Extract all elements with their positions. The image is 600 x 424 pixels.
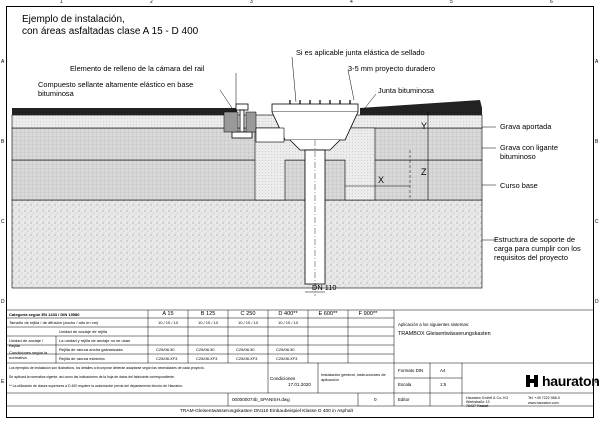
class-b125: B 125 [200,311,216,317]
leader-lines [219,56,496,241]
grid-mark-side: A [1,59,5,65]
note-3: ** La utilización de clases superiores a… [9,384,183,388]
scale-label: Escala [398,382,412,387]
class-f900: F 900** [358,311,378,317]
hauraton-logo-icon [526,375,538,387]
footer-title: TRAM-Gleisentwässerungskasten DN110 Einb… [180,409,353,414]
format-value: A4 [440,368,446,373]
note-2: Se aplicará la normativa vigente, así co… [9,375,175,379]
grid-mark-top: 2 [150,0,153,5]
asphalt-surface-right [360,108,482,115]
address-line-1: Hauraton GmbH & Co. KG [466,396,509,400]
concrete-encasement [254,127,376,201]
grid-mark-top: 4 [350,0,353,5]
editor-label: Editor [398,397,410,402]
rail [223,103,257,139]
note-1: Los ejemplos de instalación son ilustrat… [9,366,205,370]
dimension-x-label: X [378,175,385,185]
dimension-dn-label: DN 110 [312,283,337,292]
grid-mark-side: E [1,379,5,385]
category-label: Categoría según EN 1433 / DIN 19580 [9,312,80,317]
drainage-box [255,100,359,151]
conditions-label: Condiciones [270,376,296,381]
label-sealant: Compuesto sellante altamente elástico en… [38,80,194,98]
label-grava-aportada: Grava aportada [500,122,552,131]
label-estructura: Estructura de soporte de carga para cump… [494,235,581,262]
row3-value: C25/08.30 [236,347,255,352]
row4-value: C25/08.XF3 [276,356,298,361]
title-line-2: con áreas asfaltadas clase A 15 - D 400 [22,26,199,37]
label-rail-chamber: Elemento de relleno de la cámara del rai… [70,64,205,73]
install-info: Instalación general, instrucciones de ap… [321,372,386,382]
asphalt-ramp [360,100,482,108]
dimension-y-label: Y [421,121,428,131]
dimension-z-label: Z [421,167,427,177]
format-label: Formato DIN [398,368,424,373]
grid-mark-side: D [1,299,5,305]
website: www.hauraton.com [528,401,559,405]
label-elastic-joint: Si es aplicable junta elástica de sellad… [296,48,425,57]
address-line-3: 76437 Rastatt [466,404,489,408]
company-logo: hauraton [526,370,600,392]
row4-value: C25/08.XF3 [196,356,218,361]
address-line-2: Werkstraße 13 [466,400,490,404]
side-label-2: La unidad y rejilla de anclaje no se usa… [59,338,131,343]
row4-value: C25/08.XF3 [236,356,258,361]
title-line-1: Ejemplo de instalación, [22,14,125,25]
grid-mark-side: A [595,59,599,65]
class-c250: C 250 [240,311,256,317]
class-e600: E 600** [318,311,338,317]
row2-label: Unidad de anclaje de rejilla [59,329,108,334]
side-label-3: Condiciones según la normativa [9,350,48,360]
label-grava-ligante: Grava con ligante bituminoso [500,143,558,161]
drawing-title: Ejemplo de instalación, con áreas asfalt… [22,14,262,38]
grid-mark-side: B [1,139,5,145]
label-bitumen-joint: Junta bituminosa [378,86,434,95]
class-d400: D 400** [278,311,298,317]
grid-mark-side: B [595,139,599,145]
application-label: Aplicación a los siguientes sistemas: [398,322,470,327]
side-label-1: Unidad de anclaje / Rejilla [9,338,44,348]
installation-cross-section [11,56,496,296]
grid-mark-side: D [595,299,599,305]
grid-mark-side: C [1,219,5,225]
label-projection: 3-5 mm proyecto duradero [348,64,436,73]
scale-value: 1:5 [440,382,447,387]
grid-mark-top: 1 [60,0,63,5]
row3-label: Rejilla de ranura ancha galvanizada [59,347,123,352]
row3-value: C25/08.30 [196,347,215,352]
file-name: 000000074b_SPANISH.dwg [232,397,290,402]
class-a15: A 15 [162,311,174,317]
row1-value: 10 / 10 / 10 [278,320,299,325]
row4-value: C25/08.XF3 [156,356,178,361]
grid-mark-top: 3 [250,0,253,5]
grid-mark-top: 5 [450,0,453,5]
index-value: 0 [374,397,377,402]
company-name: hauraton [542,373,600,389]
asphalt-surface-left [12,108,237,115]
phone: Tel. +49 7222 958-0 [528,396,560,400]
system-name: TRAMBOX Gleisentwässerungskasten [398,331,491,337]
row3-value: C25/08.30 [156,347,175,352]
sheet-frame [6,6,594,418]
base-course-layer [11,159,483,201]
grid-mark-side: E [595,379,599,385]
grid-mark-side: C [595,219,599,225]
row1-value: 10 / 10 / 10 [198,320,219,325]
row4-label: Rejilla de ranura estrecha [59,356,105,361]
row1-value: 10 / 10 / 10 [238,320,259,325]
label-curso-base: Curso base [500,181,538,190]
row1-label: Tamaño de rejilla / de difusión (ancho /… [9,320,99,325]
grid-mark-top: 6 [550,0,553,5]
row3-value: C25/08.30 [276,347,295,352]
date-value: 17.01.2020 [288,382,311,387]
row1-value: 10 / 10 / 10 [158,320,179,325]
